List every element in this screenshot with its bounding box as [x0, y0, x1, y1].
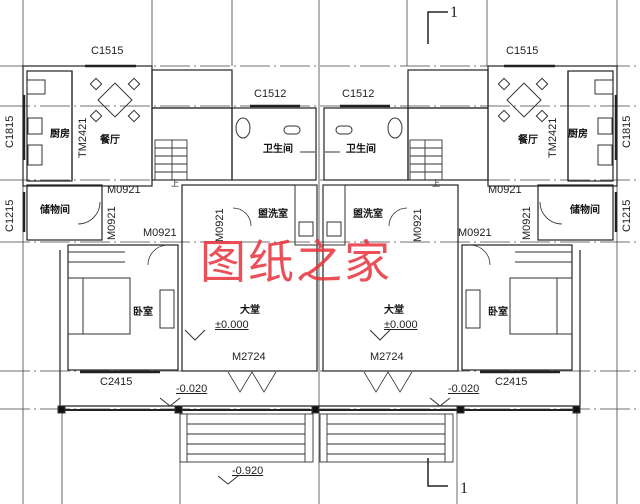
window-label: C1215 — [621, 199, 633, 232]
door-swings — [77, 201, 563, 393]
windows — [22, 64, 618, 374]
window-label: C1215 — [4, 199, 16, 232]
watermark: 图纸之家 — [200, 235, 392, 289]
room-label-dining: 餐厅 — [518, 135, 538, 146]
right-bed — [465, 251, 573, 335]
door-label: M2724 — [370, 351, 404, 363]
window-label: C2415 — [495, 376, 528, 388]
stair-up-label: 上 — [432, 179, 440, 188]
door-label: M0921 — [412, 208, 424, 242]
door-label: TM2421 — [77, 117, 89, 158]
room-label-laundry: 盥洗室 — [353, 209, 383, 220]
section-marker-bottom: 1 — [460, 480, 468, 497]
window-label: C1512 — [254, 88, 287, 100]
level-porch: -0.020 — [176, 383, 208, 395]
room-label-hall: 大堂 — [240, 305, 260, 316]
left-dining-table — [89, 77, 141, 123]
level-porch: -0.020 — [448, 383, 480, 395]
room-label-dining: 餐厅 — [100, 135, 120, 146]
window-label: C2415 — [100, 376, 133, 388]
window-label: C1515 — [91, 45, 124, 57]
level-ground: -0.920 — [232, 465, 264, 477]
room-label-storage: 储物间 — [40, 205, 70, 216]
level-hall: ±0.000 — [215, 319, 249, 331]
room-label-bathroom: 卫生间 — [263, 144, 293, 155]
room-label-storage: 储物间 — [570, 205, 600, 216]
door-label: M0921 — [458, 227, 492, 239]
room-label-bedroom: 卧室 — [488, 307, 508, 318]
window-label: C1512 — [342, 88, 375, 100]
right-steps — [319, 413, 454, 463]
room-label-kitchen: 厨房 — [50, 129, 70, 140]
window-label: C1815 — [621, 115, 633, 148]
right-dining-table — [497, 77, 549, 123]
room-label-laundry: 盥洗室 — [258, 209, 288, 220]
room-label-bedroom: 卧室 — [133, 307, 153, 318]
stair-up-label: 上 — [171, 179, 179, 188]
right-stair — [409, 139, 443, 181]
door-label: M0921 — [521, 206, 533, 240]
left-steps — [179, 413, 314, 463]
door-label: M0921 — [143, 227, 177, 239]
door-label: M0921 — [107, 184, 141, 196]
window-label: C1515 — [506, 45, 539, 57]
right-unit-walls — [320, 65, 618, 407]
door-label: M0921 — [106, 206, 118, 240]
level-hall: ±0.000 — [384, 319, 418, 331]
window-label: C1815 — [4, 115, 16, 148]
door-label: M0921 — [488, 184, 522, 196]
left-bed — [67, 251, 175, 335]
section-marker-top: 1 — [450, 4, 458, 21]
room-label-hall: 大堂 — [384, 305, 404, 316]
door-label: TM2421 — [547, 117, 559, 158]
left-stair — [154, 139, 188, 181]
door-label: M2724 — [232, 351, 266, 363]
room-label-bathroom: 卫生间 — [346, 144, 376, 155]
room-label-kitchen: 厨房 — [568, 129, 588, 140]
left-unit-walls — [22, 65, 320, 407]
